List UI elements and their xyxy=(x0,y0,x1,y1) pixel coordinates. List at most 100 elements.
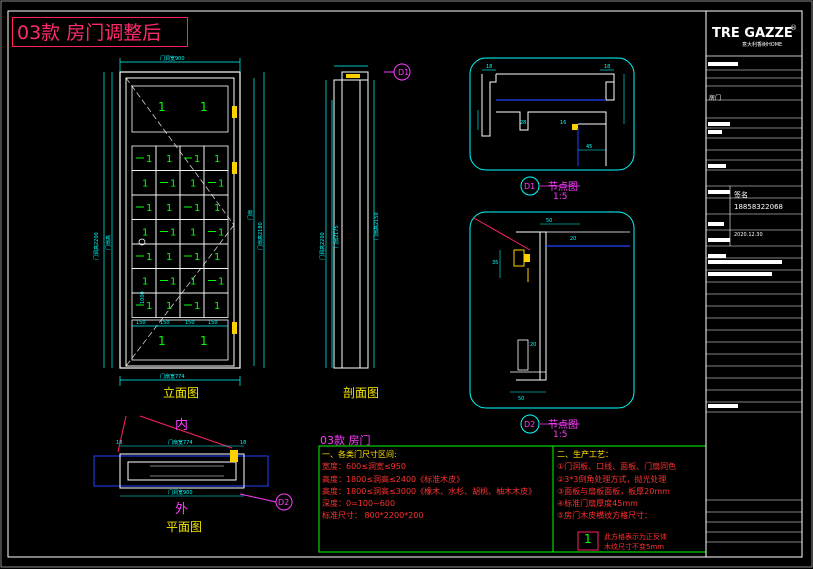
detail-d2-scale: 1:5 xyxy=(553,430,568,440)
brand-subtitle: 意大利香树HOME xyxy=(742,42,783,48)
grid-cell-label: 1 xyxy=(166,203,172,214)
door-bottom-panel xyxy=(131,319,229,361)
grid-cell-label: 1 xyxy=(146,301,152,312)
hinge-bottom xyxy=(232,322,237,334)
hinge-middle xyxy=(232,162,237,174)
grid-cell-label: 1 xyxy=(218,179,224,190)
grid-cell xyxy=(203,292,229,318)
hinge-top xyxy=(232,106,237,118)
svg-text:D1: D1 xyxy=(398,68,409,77)
grid-cell-label: 1 xyxy=(194,154,200,165)
grid-cell-label: 1 xyxy=(146,252,152,263)
notes-right-line: ⑤房门木皮横纹方格尺寸： xyxy=(557,511,653,521)
tip-text-line-2: 木纹尺寸不变5mm xyxy=(604,543,665,551)
grid-cell-label: 1 xyxy=(166,154,172,165)
grid-cell-label: 1 xyxy=(190,277,196,288)
svg-text:D1: D1 xyxy=(524,182,535,191)
grid-cell-label: 1 xyxy=(214,301,220,312)
notes-heading: 03款 房门 xyxy=(320,434,371,447)
product-name: 房门 xyxy=(709,95,722,102)
notes-right-column: 二、生产工艺： ①门洞板、口线、面板、门扇同色 ②3*3倒角处理方式，抛光处理 … xyxy=(557,449,676,523)
grid-cell-label: 1 xyxy=(142,228,148,239)
drawing-title: 03款 房门调整后 xyxy=(12,17,188,47)
detail-d2: 50 20 35 20 50 xyxy=(469,211,635,409)
svg-text:150: 150 xyxy=(160,320,170,326)
svg-text:28: 28 xyxy=(520,120,526,126)
notes-right-line: ②3*3倒角处理方式，抛光处理 xyxy=(557,474,667,484)
brand-registered-mark: ® xyxy=(790,24,797,32)
grid-cell-label: 1 xyxy=(214,154,220,165)
tip-text-line-1: 此方格表示为正反体 xyxy=(604,533,667,541)
title-block xyxy=(705,10,803,558)
phone-number: 18858322068 xyxy=(734,203,783,211)
grid-cell-label: 1 xyxy=(142,179,148,190)
inside-label: 内 xyxy=(175,418,189,433)
svg-text:45: 45 xyxy=(586,144,592,150)
svg-text:门洞宽900: 门洞宽900 xyxy=(160,55,185,62)
elevation-view-label: 立面图 xyxy=(163,386,200,400)
notes-left-line: 深度：0=100~600 xyxy=(322,499,396,509)
grid-cell-label: 1 xyxy=(214,203,220,214)
notes-right-line: ①门洞板、口线、面板、门扇同色 xyxy=(557,462,677,472)
panel-number-4: 1 xyxy=(200,334,208,348)
svg-text:门洞高2200: 门洞高2200 xyxy=(93,232,100,260)
panel-number-3: 1 xyxy=(158,334,166,348)
svg-text:门扇高2150: 门扇高2150 xyxy=(373,212,380,240)
svg-text:150: 150 xyxy=(208,320,218,326)
tip-number-box xyxy=(577,531,599,551)
svg-text:20: 20 xyxy=(530,342,536,348)
brand-logo: TRE GAZZE xyxy=(712,26,793,41)
grid-cell-label: 1 xyxy=(170,277,176,288)
grid-cell-label: 1 xyxy=(170,228,176,239)
notes-left-line: 高度：1800≤洞高≤3000《橡木、水杉、胡桃、柚木木皮》 xyxy=(322,486,537,496)
svg-text:门扇高: 门扇高 xyxy=(105,235,112,250)
section-view: 门洞高2200 门扇2175 门扇高2150 D1 xyxy=(319,63,411,369)
svg-text:18: 18 xyxy=(604,64,610,70)
svg-text:50: 50 xyxy=(546,218,552,224)
svg-text:35: 35 xyxy=(492,260,498,266)
notes-right-line: ③面板与扇板面板，板厚20mm xyxy=(557,486,670,496)
grid-cell-label: 1 xyxy=(166,252,172,263)
drawing-date: 2020.12.30 xyxy=(734,232,763,238)
grid-cell-label: 1 xyxy=(146,203,152,214)
panel-number-2: 1 xyxy=(200,100,208,114)
grid-cell-label: 1 xyxy=(190,228,196,239)
tip-number: 1 xyxy=(584,532,592,546)
svg-text:150: 150 xyxy=(185,320,195,326)
detail-d2-title: 节点图 xyxy=(548,420,578,431)
svg-text:16: 16 xyxy=(560,120,566,126)
notes-left-line: 宽度：600≤洞宽≤950 xyxy=(322,462,406,472)
grid-cell-label: 1 xyxy=(194,301,200,312)
svg-text:18: 18 xyxy=(240,440,246,446)
grid-cell-label: 1 xyxy=(146,154,152,165)
section-view-label: 剖面图 xyxy=(343,386,380,400)
grid-cell-label: 1 xyxy=(170,179,176,190)
door-handle xyxy=(138,238,146,246)
svg-text:门扇宽774: 门扇宽774 xyxy=(168,439,193,446)
svg-text:D2: D2 xyxy=(278,498,289,507)
grid-cell-label: 1 xyxy=(214,252,220,263)
detail-d1-scale: 1:5 xyxy=(553,192,568,202)
door-top-panel xyxy=(131,85,229,133)
svg-text:门洞高2200: 门洞高2200 xyxy=(319,232,326,260)
grid-cell-label: 1 xyxy=(218,228,224,239)
plan-view: 门扇宽774 门洞宽900 18 18 D2 xyxy=(93,415,293,511)
svg-text:门洞宽900: 门洞宽900 xyxy=(168,489,193,496)
notes-left-line: 高度：1800≤洞高≤2400《标准木皮》 xyxy=(322,474,465,484)
svg-text:门扇: 门扇 xyxy=(247,210,254,220)
svg-text:150: 150 xyxy=(136,320,146,326)
detail-d1: 18 18 45 28 16 xyxy=(469,57,635,171)
tip-text: 此方格表示为正反体 木纹尺寸不变5mm xyxy=(604,532,667,552)
svg-text:门扇高2180: 门扇高2180 xyxy=(257,222,264,250)
notes-right-line: ④标准门扇厚度45mm xyxy=(557,499,638,509)
grid-cell-label: 1 xyxy=(194,252,200,263)
svg-text:1000: 1000 xyxy=(140,291,146,304)
svg-text:20: 20 xyxy=(570,236,576,242)
svg-text:门扇2175: 门扇2175 xyxy=(333,225,340,248)
notes-left-line: 标准尺寸： 800*2200*200 xyxy=(322,511,424,521)
svg-text:18: 18 xyxy=(116,440,122,446)
